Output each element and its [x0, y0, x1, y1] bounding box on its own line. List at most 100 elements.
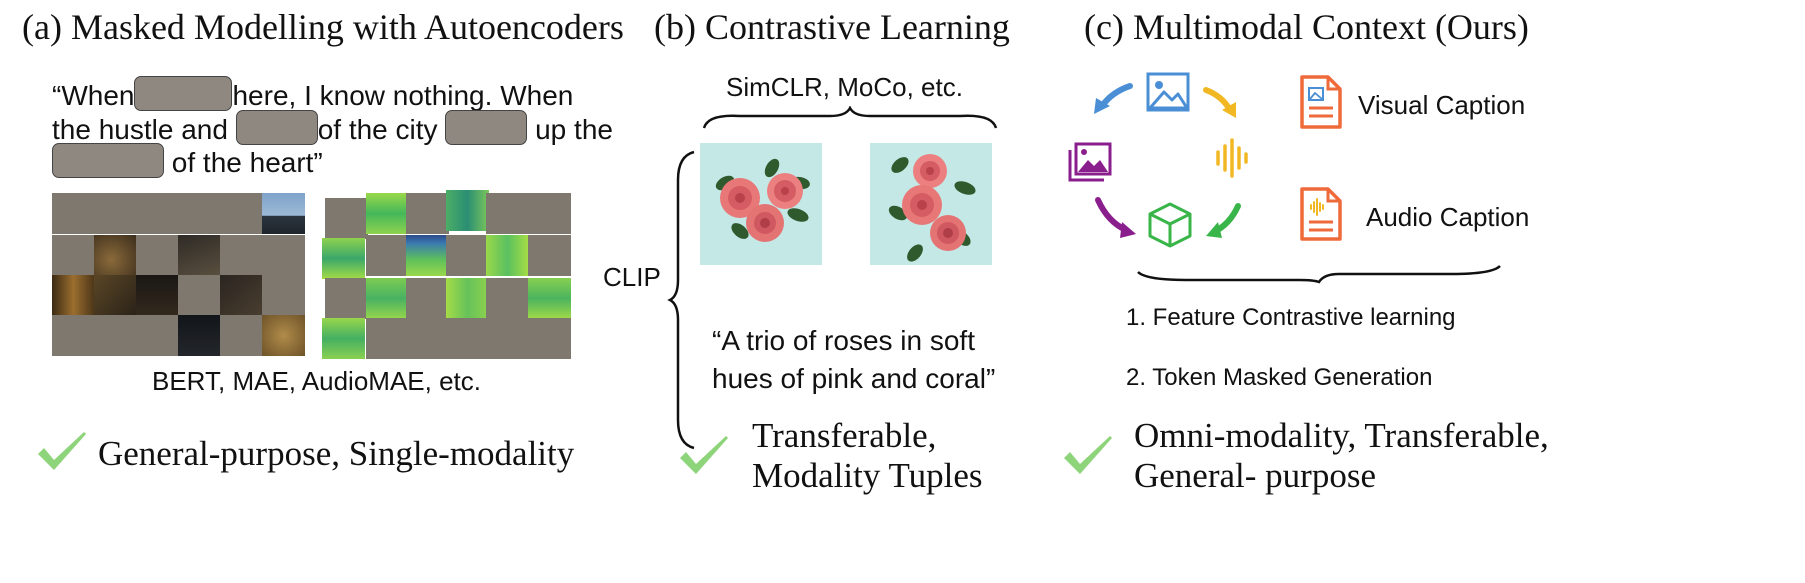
masked-patch — [262, 275, 305, 316]
quote-word: of the heart” — [171, 147, 323, 178]
spectrogram-patch — [366, 278, 409, 319]
panel-b-benefit: Transferable, Modality Tuples — [752, 416, 982, 496]
panel-b-title: (b) Contrastive Learning — [654, 7, 1010, 47]
audio-wave-icon — [1216, 138, 1248, 178]
masked-patch — [528, 193, 571, 234]
image-patch — [94, 235, 137, 276]
visual-caption-label: Visual Caption — [1358, 90, 1526, 120]
masked-patch — [52, 193, 95, 234]
cube-icon — [1148, 202, 1192, 248]
masked-patch — [406, 278, 449, 319]
horizontal-brace — [702, 106, 998, 129]
rose-image — [870, 143, 992, 265]
masked-patch — [262, 235, 305, 276]
quote-word: “When — [52, 80, 135, 111]
masked-patch — [366, 235, 409, 276]
panel-c-title: (c) Multimodal Context (Ours) — [1084, 7, 1529, 47]
audio-caption-label: Audio Caption — [1366, 202, 1530, 232]
spectrogram-patch — [446, 278, 489, 319]
arrow-blue — [1094, 83, 1133, 114]
text-mask-token — [134, 76, 233, 111]
masked-patch — [178, 275, 221, 316]
panel-b-caption: “A trio of roses in soft hues of pink an… — [712, 322, 995, 398]
arrow-green — [1206, 203, 1241, 238]
image-patch — [262, 193, 305, 234]
gallery-icon — [1068, 142, 1112, 182]
text-mask-token — [52, 143, 164, 178]
benefit-line: Transferable, — [752, 416, 937, 455]
image-patch — [178, 235, 221, 276]
rose-image — [700, 143, 822, 265]
spectrogram-patch — [322, 238, 365, 279]
masked-quote-line-1: “When here, I know nothing. When — [52, 76, 573, 116]
masked-patch — [325, 198, 368, 239]
benefit-line: Omni-modality, Transferable, — [1134, 416, 1549, 455]
masked-patch — [406, 318, 449, 359]
arrow-yellow — [1203, 87, 1236, 118]
masked-patch — [325, 278, 368, 319]
quote-word: up the — [535, 114, 613, 145]
image-patch — [136, 275, 179, 316]
check-icon — [1064, 436, 1112, 474]
step-1: 1. Feature Contrastive learning — [1126, 304, 1456, 331]
masked-patch — [136, 315, 179, 356]
document-audio-icon — [1300, 187, 1342, 241]
spectrogram-patch — [528, 278, 571, 319]
spectrogram-patch — [322, 318, 365, 359]
benefit-line: General- purpose — [1134, 456, 1376, 495]
masked-patch — [528, 318, 571, 359]
quote-word: here, I know nothing. When — [232, 80, 574, 111]
masked-patch — [446, 318, 489, 359]
image-patch — [178, 315, 221, 356]
clip-label: CLIP — [603, 262, 661, 292]
masked-patch — [94, 315, 137, 356]
image-patch — [220, 275, 263, 316]
quote-word: of the city — [317, 114, 438, 145]
masked-patch — [446, 235, 489, 276]
masked-patch — [486, 278, 529, 319]
panel-a-title: (a) Masked Modelling with Autoencoders — [22, 7, 624, 47]
caption-line: “A trio of roses in soft — [712, 325, 975, 356]
modality-cycle-diagram — [1068, 72, 1248, 248]
horizontal-brace — [1137, 265, 1501, 284]
panel-b-methods: SimCLR, MoCo, etc. — [726, 72, 963, 102]
step-2: 2. Token Masked Generation — [1126, 364, 1433, 391]
document-image-icon — [1300, 75, 1342, 129]
spectrogram-patch — [366, 193, 409, 234]
caption-line: hues of pink and coral” — [712, 363, 996, 394]
quote-word: the hustle and — [52, 114, 228, 145]
masked-patch — [136, 235, 179, 276]
masked-patch — [406, 193, 449, 234]
masked-patch — [52, 235, 95, 276]
spectrogram-patch — [406, 235, 449, 276]
image-icon — [1146, 72, 1190, 112]
benefit-line: Modality Tuples — [752, 456, 983, 495]
text-mask-token — [445, 110, 528, 145]
image-patch — [52, 275, 95, 316]
spectrogram-patch — [486, 235, 529, 276]
masked-patch — [220, 193, 263, 234]
masked-patch — [366, 318, 409, 359]
image-patch — [262, 315, 305, 356]
masked-patch — [220, 235, 263, 276]
masked-quote-line-3: of the heart” — [52, 143, 323, 183]
vertical-brace — [667, 150, 695, 450]
masked-patch — [94, 193, 137, 234]
masked-patch — [178, 193, 221, 234]
panel-c-benefit: Omni-modality, Transferable, General- pu… — [1134, 416, 1549, 496]
check-icon — [680, 436, 728, 474]
text-mask-token — [235, 110, 318, 145]
spectrogram-patch — [446, 190, 489, 231]
panel-a-benefit: General-purpose, Single-modality — [98, 434, 575, 473]
masked-patch — [136, 193, 179, 234]
masked-patch — [52, 315, 95, 356]
check-icon — [38, 432, 86, 470]
masked-quote-line-2: the hustle and of the city up the — [52, 110, 613, 150]
masked-patch — [528, 235, 571, 276]
masked-patch — [486, 318, 529, 359]
masked-patch — [486, 193, 529, 234]
masked-patch — [220, 315, 263, 356]
image-patch — [94, 275, 137, 316]
panel-a-examples: BERT, MAE, AudioMAE, etc. — [152, 366, 481, 396]
arrow-purple — [1095, 197, 1136, 238]
